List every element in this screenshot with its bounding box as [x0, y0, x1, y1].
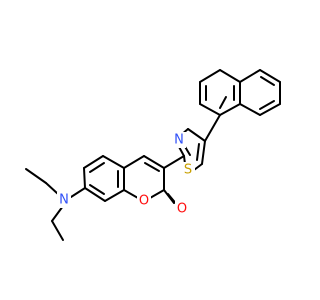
thiazole-sulfur-atom: S	[181, 162, 195, 178]
thiazole-nitrogen-atom: N	[172, 132, 186, 148]
bond	[104, 189, 125, 202]
bond	[123, 155, 145, 169]
bond	[259, 100, 275, 110]
bond	[219, 103, 241, 116]
bond	[163, 155, 185, 169]
amine-nitrogen-atom: N	[57, 192, 71, 208]
bond	[25, 168, 47, 184]
svg-text:O: O	[139, 194, 149, 209]
bond	[219, 96, 227, 109]
svg-text:N: N	[174, 133, 184, 148]
bond	[196, 143, 200, 161]
bond	[201, 140, 206, 165]
bond	[259, 103, 281, 116]
bond	[83, 167, 86, 189]
bond	[84, 187, 106, 202]
carbonyl-oxygen-atom: O	[175, 201, 189, 217]
bond	[123, 189, 139, 199]
bond	[102, 155, 125, 169]
molecule-structure: N O O N S	[25, 69, 281, 241]
bond	[51, 205, 64, 222]
bond	[45, 182, 59, 195]
svg-text:S: S	[184, 163, 192, 178]
bond	[204, 114, 221, 142]
svg-text:O: O	[177, 202, 187, 217]
bond	[89, 162, 105, 173]
bond	[193, 163, 203, 171]
bond	[89, 184, 105, 195]
bond	[143, 155, 165, 169]
bond	[199, 103, 221, 116]
bond	[260, 76, 275, 86]
bond	[199, 69, 221, 83]
bond	[70, 187, 86, 198]
bond	[51, 220, 64, 241]
bond	[239, 103, 261, 116]
bond	[149, 189, 165, 199]
ring-oxygen-atom: O	[137, 193, 151, 209]
bond	[239, 69, 261, 83]
svg-text:N: N	[59, 193, 69, 208]
bond	[187, 128, 206, 142]
bond	[219, 69, 241, 83]
structure-canvas: N O O N S	[25, 69, 281, 241]
bond	[144, 162, 160, 172]
bond	[83, 155, 104, 169]
bond	[259, 69, 281, 83]
